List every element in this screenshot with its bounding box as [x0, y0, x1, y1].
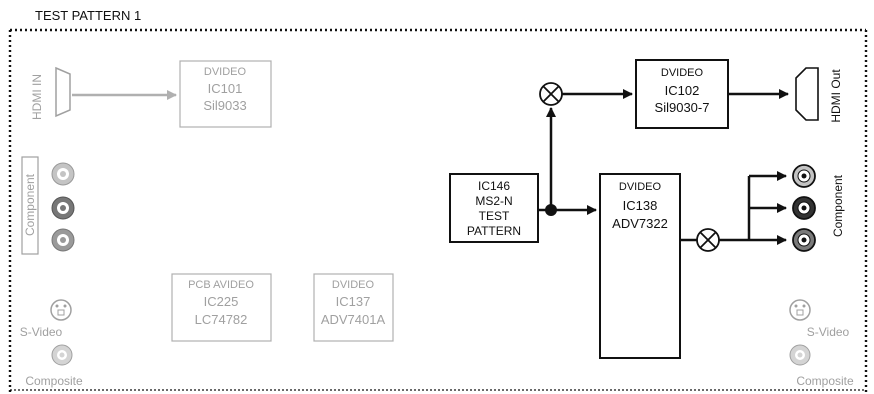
ic137-block: DVIDEO IC137 ADV7401A: [313, 273, 394, 342]
ic225-line1: PCB AVIDEO: [188, 279, 254, 291]
frame-border: [8, 28, 868, 392]
ic137-line3: ADV7401A: [321, 312, 386, 327]
svideo-out-label: S-Video: [807, 325, 850, 339]
ic146-block: IC146 MS2-N TEST PATTERN: [449, 173, 539, 243]
component-out-group: Component: [792, 164, 845, 252]
hdmi-connector-icon: [55, 66, 71, 118]
ic101-line1: DVIDEO: [204, 66, 247, 78]
ic101-block: DVIDEO IC101 Sil9033: [179, 60, 272, 128]
ic138-line3: ADV7322: [612, 216, 668, 231]
circle-x-icon: [696, 228, 720, 252]
hdmi-in-label: HDMI IN: [30, 74, 44, 120]
component-in-group: Component: [21, 156, 75, 255]
ic137-line1: DVIDEO: [332, 279, 375, 291]
composite-in-label: Composite: [25, 374, 83, 388]
ic225-line3: LC74782: [195, 312, 248, 327]
svideo-connector-icon: [50, 299, 72, 321]
hdmi-in-group: HDMI IN: [30, 66, 177, 120]
svideo-in-group: S-Video: [20, 299, 72, 339]
ic138-block: DVIDEO IC138 ADV7322: [599, 173, 681, 359]
svideo-in-label: S-Video: [20, 325, 63, 339]
composite-in-group: Composite: [25, 344, 83, 388]
ic225-block: PCB AVIDEO IC225 LC74782: [171, 273, 272, 342]
composite-out-group: Composite: [789, 344, 854, 388]
rca-jack-icon: [792, 196, 816, 220]
svideo-out-group: S-Video: [789, 299, 850, 339]
rca-jack-icon: [51, 196, 75, 220]
ic146-line1: IC146: [478, 179, 510, 193]
ic146-line4: PATTERN: [467, 224, 521, 238]
ic146-line2: MS2-N: [475, 194, 512, 208]
hdmi-connector-icon: [795, 67, 819, 121]
ic102-line1: DVIDEO: [661, 67, 704, 79]
rca-jack-icon: [51, 344, 73, 366]
rca-jack-icon: [792, 164, 816, 188]
rca-jack-icon: [51, 162, 75, 186]
ic102-block: DVIDEO IC102 Sil9030-7: [635, 59, 729, 129]
rca-jack-icon: [792, 228, 816, 252]
hdmi-out-label: HDMI Out: [829, 69, 843, 123]
ic146-line3: TEST: [479, 209, 510, 223]
rca-jack-icon: [789, 344, 811, 366]
rca-jack-icon: [51, 228, 75, 252]
component-out-label: Component: [831, 174, 845, 237]
composite-out-label: Composite: [796, 374, 854, 388]
ic138-line1: DVIDEO: [619, 181, 662, 193]
ic101-line2: IC101: [208, 81, 243, 96]
component-in-label: Component: [23, 173, 37, 236]
ic102-line3: Sil9030-7: [655, 100, 710, 115]
ic101-line3: Sil9033: [203, 98, 246, 113]
ic102-line2: IC102: [665, 83, 700, 98]
diagram-title: TEST PATTERN 1: [35, 8, 141, 23]
svideo-connector-icon: [789, 299, 811, 321]
hdmi-out-group: HDMI Out: [795, 67, 843, 123]
ic138-line2: IC138: [623, 198, 658, 213]
ic225-line2: IC225: [204, 294, 239, 309]
ic137-line2: IC137: [336, 294, 371, 309]
circle-x-icon: [539, 82, 563, 106]
